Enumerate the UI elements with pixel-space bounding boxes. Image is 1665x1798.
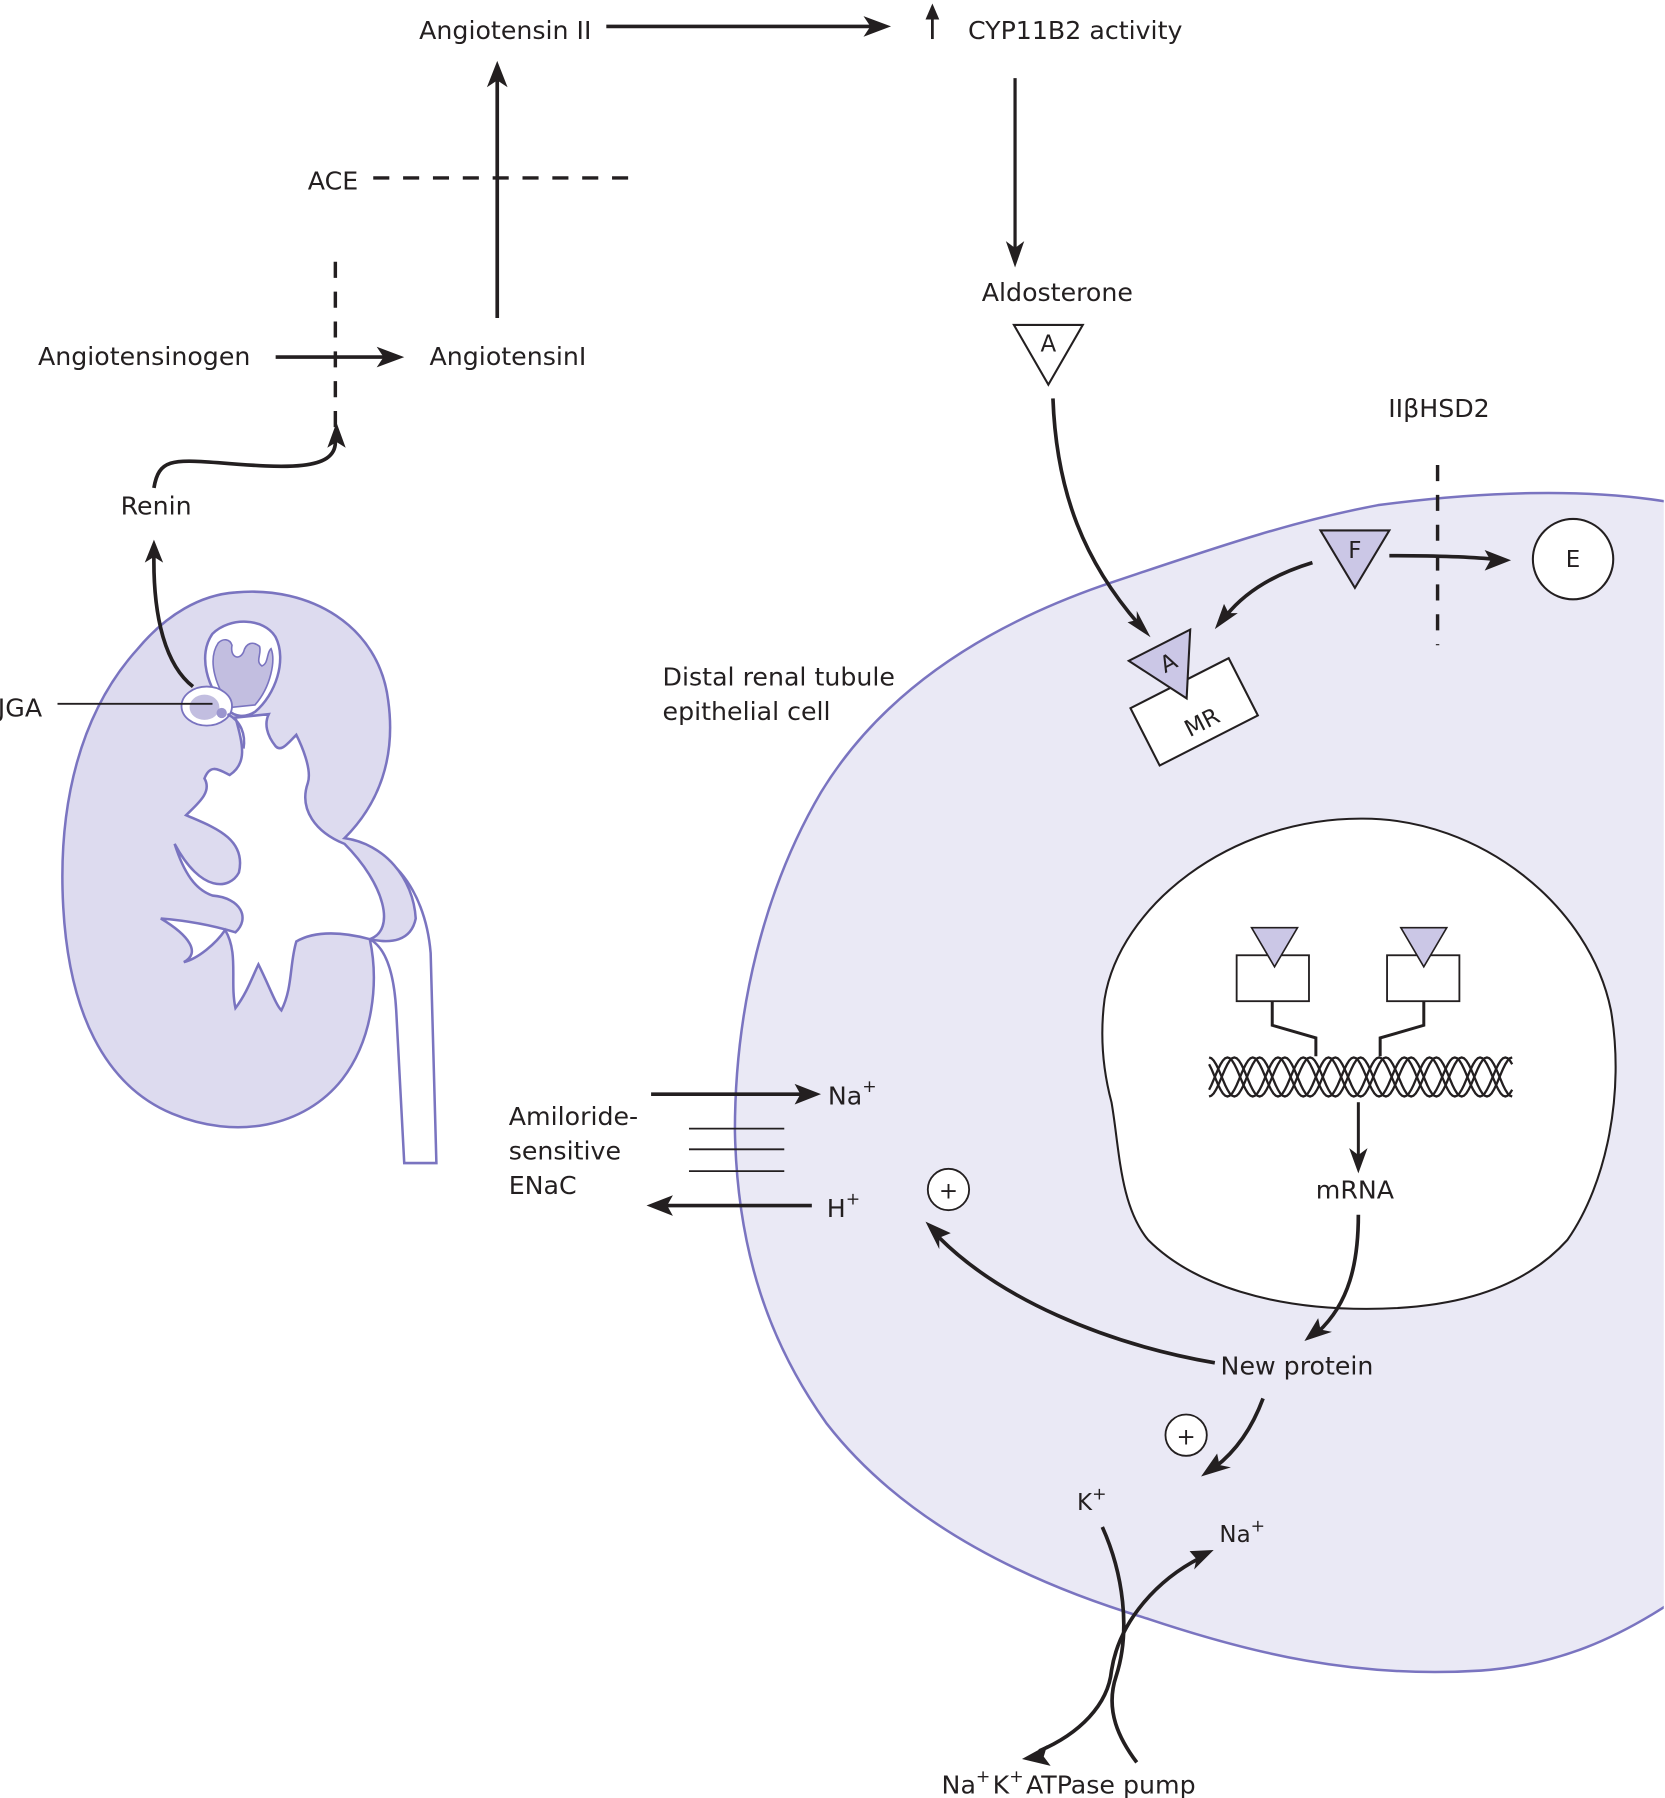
kidney-illustration	[61, 590, 438, 1165]
arrowhead	[1005, 241, 1025, 268]
increase-arrow-icon	[925, 3, 940, 20]
arrowhead	[1189, 1550, 1214, 1570]
new-protein-label: New protein	[1221, 1351, 1374, 1380]
arrowhead	[863, 16, 892, 37]
pump-na-label: Na+	[1219, 1517, 1265, 1548]
dna-strand	[1208, 1056, 1513, 1098]
aldosterone-symbol: A	[1041, 331, 1057, 357]
arteriole	[226, 713, 246, 749]
enac-label-line2: sensitive	[509, 1137, 621, 1166]
ligand-triangle-right	[1399, 926, 1449, 969]
cortisone-circle	[1531, 517, 1615, 601]
renin-label: Renin	[121, 491, 192, 520]
cortisol-to-cortisone-arrow	[1389, 553, 1493, 561]
mrna-label: mRNA	[1316, 1176, 1395, 1205]
renal-sinus	[160, 712, 386, 1013]
ligand-triangle-left	[1250, 926, 1299, 969]
receptor-link-left	[1270, 1001, 1318, 1057]
arrowhead	[1484, 549, 1512, 571]
arrowhead	[925, 1221, 951, 1250]
renin-action-arrow	[152, 441, 338, 489]
glomerulus	[212, 639, 274, 709]
angiotensin-i-label: AngiotensinI	[430, 342, 587, 371]
protein-to-pump-arrow	[1213, 1397, 1265, 1469]
hsd2-label: IIβHSD2	[1388, 394, 1490, 423]
dna-strand	[1208, 1056, 1514, 1098]
angiotensin-ii-label: Angiotensin II	[419, 16, 591, 45]
aldosterone-triangle	[1012, 323, 1085, 387]
nucleus	[1101, 817, 1617, 1310]
enac-na-label: Na+	[828, 1077, 877, 1111]
stimulate-icon-pump	[1164, 1413, 1208, 1457]
arrowhead	[794, 1083, 822, 1105]
arrowhead	[144, 539, 164, 563]
bound-aldosterone: A	[1126, 627, 1192, 701]
cortisol-symbol: F	[1348, 538, 1361, 564]
cortisone-symbol: E	[1566, 547, 1581, 573]
stimulate-icon-enac	[926, 1167, 971, 1212]
arrowhead	[1214, 603, 1238, 630]
arrowhead	[1127, 610, 1151, 638]
translation-arrow	[1316, 1214, 1361, 1334]
cell-label-line1: Distal renal tubule	[663, 662, 895, 691]
cortisol-to-mr-arrow	[1224, 560, 1313, 617]
renin-release-arrow	[152, 553, 195, 689]
ace-label: ACE	[308, 166, 358, 195]
aldosterone-label: Aldosterone	[982, 278, 1133, 307]
pump-label: Na+K+ATPase pump	[942, 1767, 1196, 1798]
protein-to-enac-arrow	[937, 1236, 1216, 1365]
arrowhead	[1349, 1148, 1368, 1174]
dna-strand	[1208, 1056, 1514, 1098]
jga-inner	[189, 694, 220, 720]
enac-h-label: H+	[827, 1189, 860, 1223]
dna-strand	[1208, 1056, 1513, 1098]
enac-label-line1: Amiloride-	[509, 1102, 638, 1131]
enac-label-line3: ENaC	[509, 1171, 577, 1200]
pump-k-label: K+	[1077, 1484, 1107, 1515]
jga-label: JGA	[0, 693, 43, 722]
cell-label-line2: epithelial cell	[663, 697, 831, 726]
receptor-link-right	[1378, 1001, 1426, 1057]
jga-node	[216, 707, 227, 719]
k-influx-arrow	[1100, 1526, 1139, 1764]
right-edge-crop	[1663, 0, 1665, 1798]
arrowhead	[646, 1195, 673, 1216]
dna-double-helix	[1208, 1056, 1514, 1098]
arrowhead	[1021, 1745, 1051, 1766]
stimulate-symbol-enac: +	[939, 1179, 958, 1205]
na-efflux-arrow	[1038, 1556, 1201, 1753]
angiotensinogen-label: Angiotensinogen	[38, 342, 250, 371]
aldosterone-entry-arrow	[1051, 398, 1141, 626]
arrowhead	[327, 422, 346, 448]
cortisol-triangle	[1318, 529, 1392, 590]
stimulate-symbol-pump: +	[1177, 1424, 1196, 1450]
arrowhead	[1201, 1453, 1231, 1477]
arrowhead	[1304, 1318, 1332, 1342]
arrowhead	[376, 346, 405, 368]
cyp11b2-label: CYP11B2 activity	[968, 16, 1183, 45]
arrowhead	[486, 60, 508, 88]
bound-aldosterone-triangle	[1126, 627, 1192, 701]
